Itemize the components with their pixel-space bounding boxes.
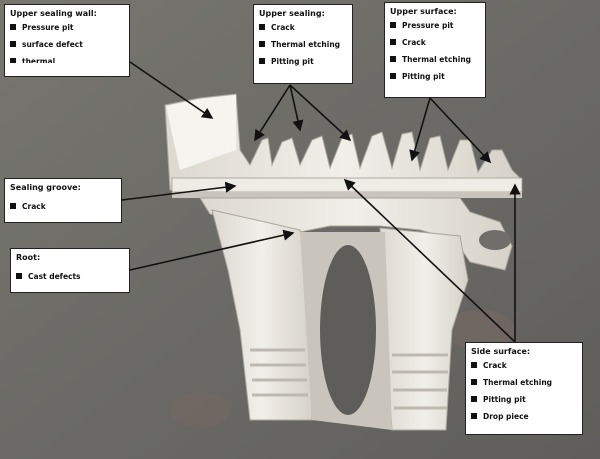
side-surface-title: Side surface: xyxy=(471,347,531,356)
bullet-icon xyxy=(10,203,16,209)
label-root: Root: Cast defects xyxy=(10,248,130,293)
list-item: thermal xyxy=(10,53,124,63)
bullet-icon xyxy=(10,41,16,47)
list-item: Thermal etching xyxy=(259,36,347,53)
label-upper-sealing-wall: Upper sealing wall: Pressure pit surface… xyxy=(4,4,130,77)
list-item: Crack xyxy=(390,34,480,51)
list-item: Pressure pit xyxy=(10,19,124,36)
upper-surface-title: Upper surface: xyxy=(390,7,457,16)
list-item: Pressure pit xyxy=(390,17,480,34)
bullet-icon xyxy=(390,73,396,79)
label-upper-sealing: Upper sealing: Crack Thermal etching Pit… xyxy=(253,4,353,84)
root-list: Cast defects xyxy=(16,268,124,285)
bullet-icon xyxy=(259,41,265,47)
side-surface-list: Crack Thermal etching Pitting pit Drop p… xyxy=(471,357,577,425)
bullet-icon xyxy=(259,58,265,64)
list-item: Crack xyxy=(10,198,116,215)
bullet-icon xyxy=(390,56,396,62)
upper-sealing-wall-title: Upper sealing wall: xyxy=(10,9,97,18)
upper-surface-list: Pressure pit Crack Thermal etching Pitti… xyxy=(390,17,480,85)
sealing-groove-title: Sealing groove: xyxy=(10,183,81,192)
root-title: Root: xyxy=(16,253,41,262)
bullet-icon xyxy=(471,379,477,385)
label-upper-surface: Upper surface: Pressure pit Crack Therma… xyxy=(384,2,486,98)
bullet-icon xyxy=(390,22,396,28)
bullet-icon xyxy=(10,24,16,30)
bullet-icon xyxy=(16,273,22,279)
upper-sealing-wall-list: Pressure pit surface defect thermal xyxy=(10,19,124,63)
upper-sealing-list: Crack Thermal etching Pitting pit xyxy=(259,19,347,70)
list-item: Pitting pit xyxy=(390,68,480,85)
bullet-icon xyxy=(471,413,477,419)
label-side-surface: Side surface: Crack Thermal etching Pitt… xyxy=(465,342,583,435)
list-item: Crack xyxy=(471,357,577,374)
list-item: Pitting pit xyxy=(259,53,347,70)
bullet-icon xyxy=(390,39,396,45)
list-item: Cast defects xyxy=(16,268,124,285)
list-item: surface defect xyxy=(10,36,124,53)
bullet-icon xyxy=(10,58,16,63)
bullet-icon xyxy=(471,396,477,402)
bullet-icon xyxy=(259,24,265,30)
list-item: Crack xyxy=(259,19,347,36)
list-item: Drop piece xyxy=(471,408,577,425)
label-sealing-groove: Sealing groove: Crack xyxy=(4,178,122,223)
sealing-groove-list: Crack xyxy=(10,198,116,215)
list-item: Pitting pit xyxy=(471,391,577,408)
bullet-icon xyxy=(471,362,477,368)
upper-sealing-title: Upper sealing: xyxy=(259,9,325,18)
list-item: Thermal etching xyxy=(471,374,577,391)
list-item: Thermal etching xyxy=(390,51,480,68)
